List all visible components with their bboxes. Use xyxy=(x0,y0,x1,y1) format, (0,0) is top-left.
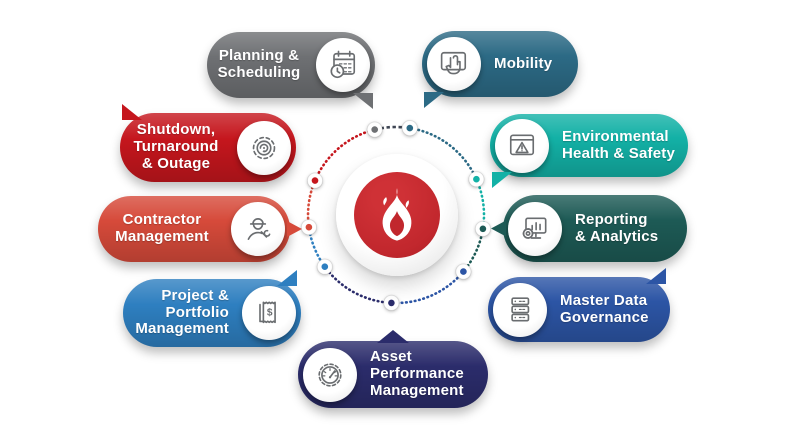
pill-tail xyxy=(353,93,373,109)
module-pill-apm: Asset Performance Management xyxy=(298,330,488,408)
pill-tail xyxy=(424,92,444,108)
ring-node-mdg xyxy=(455,263,472,280)
module-pill-shutdown: Shutdown, Turnaround & Outage xyxy=(120,104,296,182)
svg-text:$: $ xyxy=(267,308,273,319)
server-stack-icon xyxy=(493,282,547,337)
module-pill-mobility: Mobility xyxy=(422,31,578,108)
hub-circle xyxy=(336,154,458,276)
ring-node-mobility xyxy=(401,120,418,137)
module-label: Master Data Governance xyxy=(560,291,649,326)
ring-arc-contractor xyxy=(306,179,317,229)
pill-tail xyxy=(491,220,506,237)
pill-tail xyxy=(122,104,142,120)
pill-tail xyxy=(377,330,409,343)
gear-refresh-icon xyxy=(237,120,291,175)
ring-node-ehs xyxy=(468,171,485,188)
ring-arc-mdg xyxy=(390,270,465,305)
ring-node-shutdown xyxy=(306,172,324,189)
ring-arc-ppm xyxy=(307,225,327,268)
monitor-chart-icon xyxy=(508,201,562,256)
module-pill-planning: Planning & Scheduling xyxy=(207,32,375,109)
flame-icon xyxy=(382,188,412,241)
module-label: Asset Performance Management xyxy=(370,348,464,399)
ring-arc-reporting xyxy=(462,227,485,273)
module-label: Environmental Health & Safety xyxy=(562,127,676,162)
ring-arc-ehs xyxy=(475,177,486,231)
module-label: Shutdown, Turnaround & Outage xyxy=(133,121,219,172)
ring-arc-planning xyxy=(374,125,411,131)
module-label: Planning & Scheduling xyxy=(217,47,301,81)
ring-node-planning xyxy=(366,121,383,138)
pill-tail xyxy=(277,270,297,286)
module-label: Mobility xyxy=(494,54,553,72)
gauge-gear-icon xyxy=(303,347,357,402)
window-warning-icon xyxy=(495,118,549,173)
ring-node-contractor xyxy=(300,219,317,236)
module-label: Reporting & Analytics xyxy=(575,210,659,245)
pill-tail xyxy=(287,221,302,237)
pill-tail xyxy=(646,268,666,284)
module-pill-contractor: Contractor Management xyxy=(98,196,302,262)
module-label: Contractor Management xyxy=(115,211,209,245)
ring-node-ppm xyxy=(316,258,333,275)
worker-wrench-icon xyxy=(231,202,285,256)
calendar-clock-icon xyxy=(316,38,370,92)
module-pill-ppm: Project & Portfolio Management $ xyxy=(123,270,301,347)
tap-screen-icon xyxy=(427,37,481,91)
pill-tail xyxy=(492,172,512,188)
module-pill-ehs: Environmental Health & Safety xyxy=(490,114,688,188)
module-pill-reporting: Reporting & Analytics xyxy=(491,195,687,262)
module-label: Project & Portfolio Management xyxy=(135,286,229,338)
module-pill-mdg: Master Data Governance xyxy=(488,268,670,342)
ring-node-reporting xyxy=(474,220,491,237)
invoice-dollar-icon: $ xyxy=(242,286,296,340)
hub-red-circle xyxy=(354,172,440,258)
ring-node-apm xyxy=(383,294,400,311)
